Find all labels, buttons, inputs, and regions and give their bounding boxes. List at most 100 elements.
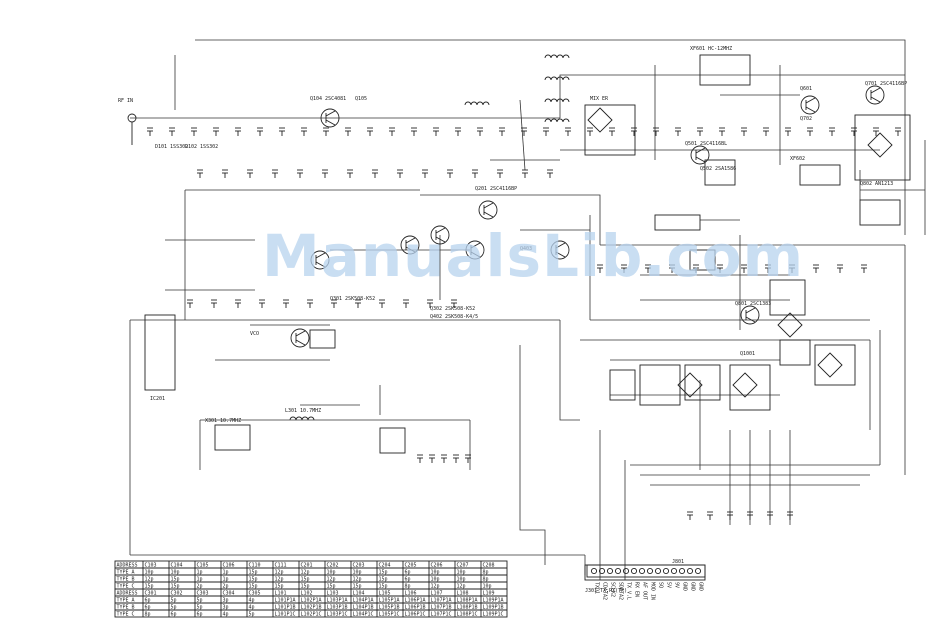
parts-table-1-header-cell: ADDRESS (117, 562, 138, 568)
capacitor-symbol (279, 127, 285, 136)
parts-table-2-cell: L104P1A (353, 597, 374, 603)
coil-symbol (544, 76, 570, 81)
coil-turn (482, 101, 490, 106)
parts-table-2-header-cell: L101 (275, 590, 287, 596)
capacitor-symbol (427, 299, 433, 308)
ic-block (684, 364, 721, 401)
capacitor-symbol (379, 299, 385, 308)
parts-table-2-cell: 5p (249, 611, 255, 617)
connector-pin (614, 567, 622, 575)
connector-pin-label: SDATA2 (618, 582, 624, 600)
ic-block (689, 249, 716, 271)
parts-table-2-cell: L109P1B (483, 604, 504, 610)
parts-table-1-cell: 1p (197, 576, 203, 582)
connector-pin (646, 567, 654, 575)
coil-turn (544, 76, 552, 81)
parts-table-1-header-cell: C110 (249, 562, 261, 568)
ic-block (584, 564, 706, 581)
capacitor-symbol (765, 264, 771, 273)
coil-turn (544, 118, 552, 123)
parts-table-1-cell: 15p (249, 576, 258, 582)
parts-table-1-cell: 15p (327, 583, 336, 589)
capacitor-symbol (197, 169, 203, 178)
parts-table-2-cell: L106P1A (405, 597, 426, 603)
wire-0 (195, 39, 906, 235)
coil-turn (464, 101, 472, 106)
transistor-emitter (405, 246, 416, 253)
parts-table-1-cell: 10p (327, 569, 336, 575)
parts-table-2-cell: TYPE A (117, 597, 135, 603)
capacitor-symbol (331, 299, 337, 308)
parts-table-1-cell: 2p (197, 583, 203, 589)
rf-input-jack (127, 113, 137, 145)
coil-turn (550, 118, 558, 123)
parts-table-1-header-cell: C104 (171, 562, 183, 568)
transistor-body (478, 200, 498, 220)
parts-table-2-header-cell: L109 (483, 590, 495, 596)
parts-table-2-cell: L107P1B (431, 604, 452, 610)
label-q701: Q701 2SC4116BP (865, 81, 907, 87)
capacitor-symbol (213, 127, 219, 136)
parts-table-1-cell: 15p (249, 569, 258, 575)
wire-53 (519, 99, 526, 171)
parts-table-2-cell: L109P1A (483, 597, 504, 603)
capacitor-symbol (789, 264, 795, 273)
ic-block (379, 427, 406, 454)
ic-block (654, 214, 701, 231)
capacitor-symbol (297, 169, 303, 178)
capacitor-symbol (717, 264, 723, 273)
connector-pin-label: AF OUT (642, 582, 648, 600)
transistor-symbol (310, 250, 330, 270)
ic-block (799, 164, 841, 186)
parts-table-1-header-cell: C201 (301, 562, 313, 568)
coil-turn (550, 76, 558, 81)
coil-symbol (544, 118, 570, 123)
coil-turn (550, 54, 558, 59)
capacitor-symbol (465, 454, 471, 463)
capacitor-symbol (397, 169, 403, 178)
capacitor-symbol (631, 127, 637, 136)
parts-table-2-header-cell: L102 (301, 590, 313, 596)
transistor-symbol (690, 145, 710, 165)
label-xf602: XF602 (790, 156, 805, 162)
label-q801: Q801 2SC1383 (735, 301, 771, 307)
parts-table-1-cell: 10p (457, 576, 466, 582)
parts-table-2-cell: L109P1C (483, 611, 504, 617)
parts-table-1-cell: 15p (379, 583, 388, 589)
parts-table-2-header-cell: L108 (457, 590, 469, 596)
parts-table-2-header-cell: C304 (223, 590, 235, 596)
wire-3 (559, 74, 905, 118)
parts-table-2-cell: 3p (223, 597, 229, 603)
parts-table-2-cell: 4p (249, 604, 255, 610)
parts-table-2-cell: L105P1C (379, 611, 400, 617)
capacitor-symbol (747, 511, 753, 520)
capacitor-symbol (807, 127, 813, 136)
parts-table-2-header-cell: L107 (431, 590, 443, 596)
capacitor-symbol (895, 127, 901, 136)
transistor-body (800, 95, 820, 115)
capacitor-symbol (429, 454, 435, 463)
coil-turn (307, 416, 315, 421)
label-j301: J301 TX,RX(TP) (585, 588, 627, 594)
connector-pin (622, 567, 630, 575)
parts-table-2-cell: 3p (223, 604, 229, 610)
parts-table-2-cell: L106P1C (405, 611, 426, 617)
parts-table-2-cell: L102P1C (301, 611, 322, 617)
parts-table-1-cell: 15p (249, 583, 258, 589)
transistor-collector (483, 202, 494, 209)
connector-pin-label: GND (682, 582, 688, 591)
connector-pin-label: GND (690, 582, 696, 591)
capacitor-symbol (621, 264, 627, 273)
parts-table-2-cell: L102P1A (301, 597, 322, 603)
transistor-body (400, 235, 420, 255)
transistor-collector (315, 252, 326, 259)
parts-table-1-header-cell: C207 (457, 562, 469, 568)
transistor-body (690, 145, 710, 165)
capacitor-symbol (455, 127, 461, 136)
capacitor-symbol (235, 127, 241, 136)
diode-bridge (777, 312, 803, 338)
transistor-emitter (470, 251, 481, 258)
connector-pin-label: CDATA2 (602, 582, 608, 600)
coil-turn (476, 101, 484, 106)
